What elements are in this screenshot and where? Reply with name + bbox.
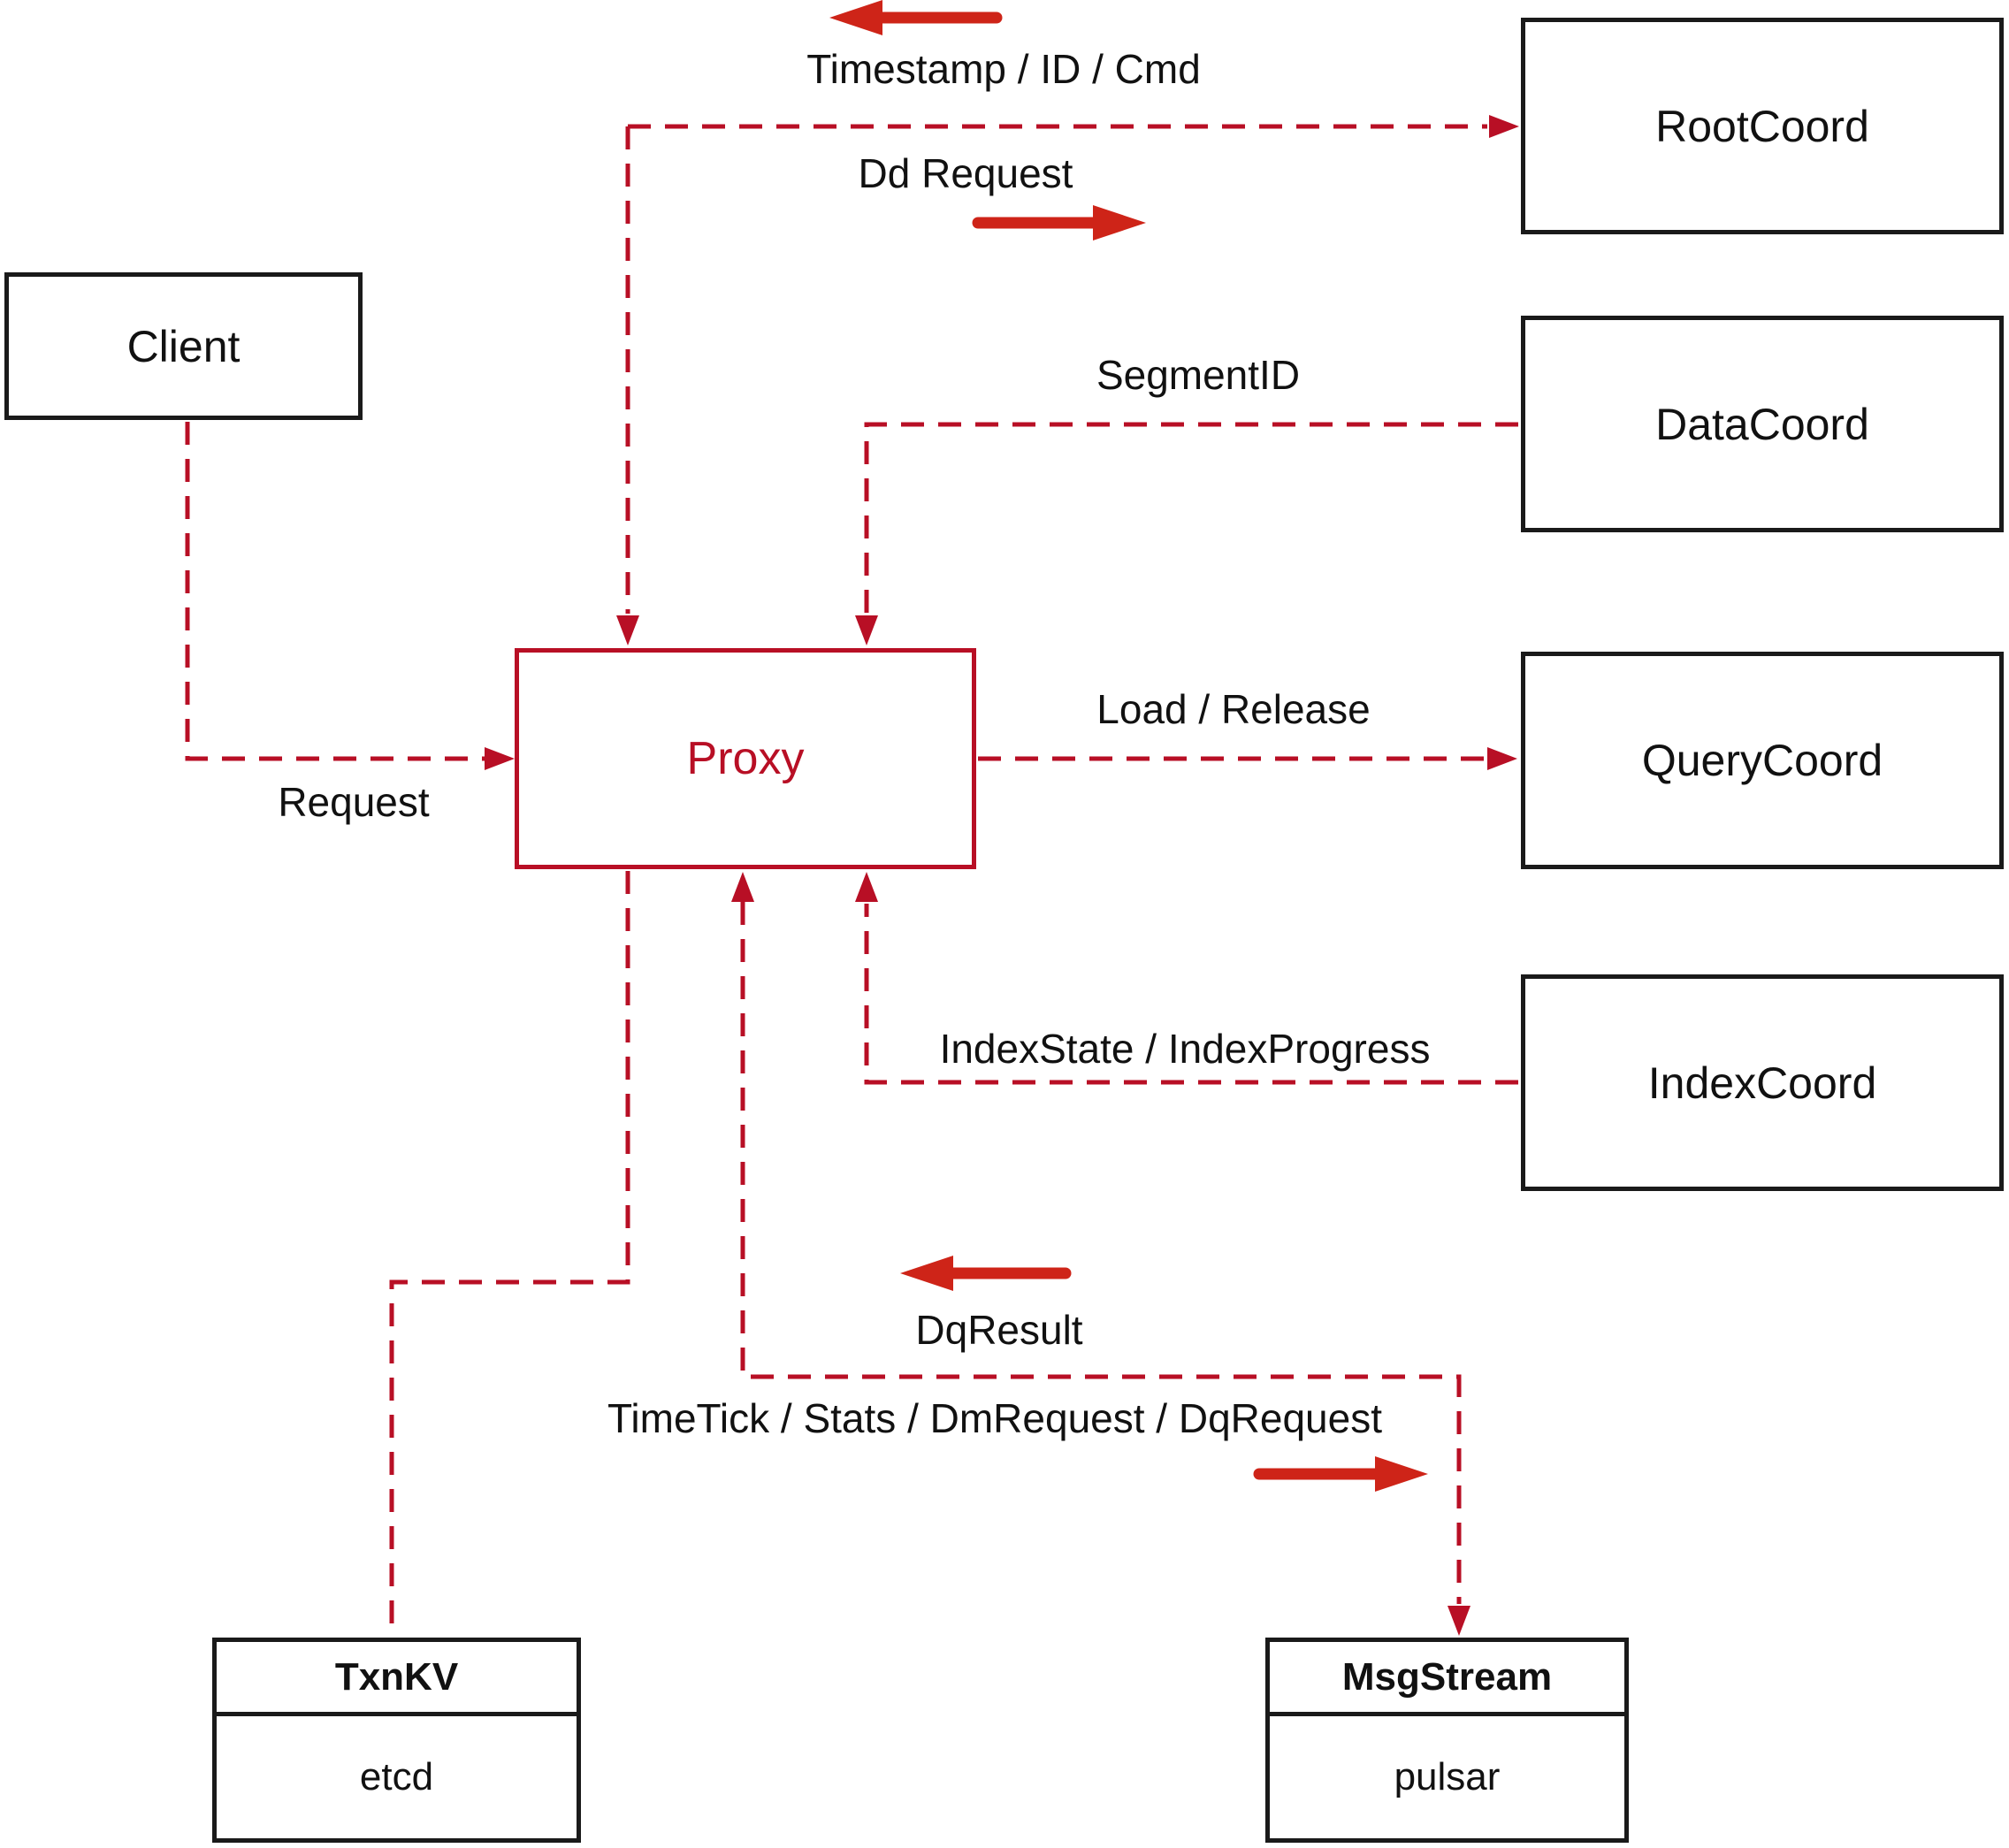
edge-label-indexstate-indexprogress: IndexState / IndexProgress xyxy=(939,1026,1431,1072)
client-node: Client xyxy=(4,272,363,420)
arrowhead-down-icon xyxy=(855,615,878,645)
rootcoord-node-label: RootCoord xyxy=(1655,101,1869,151)
msgstream-node-title: MsgStream xyxy=(1270,1642,1624,1716)
datacoord-node: DataCoord xyxy=(1521,316,2004,532)
edge-proxy-txnkv-line xyxy=(389,871,630,1636)
edge-proxy-msgstream-line xyxy=(740,902,1462,1604)
arrow-right-icon xyxy=(1375,1456,1428,1492)
edge-label-timetick-stats-dmrequest-dqrequest: TimeTick / Stats / DmRequest / DqRequest xyxy=(607,1395,1382,1441)
arrowhead-down-icon xyxy=(616,615,639,645)
querycoord-node: QueryCoord xyxy=(1521,652,2004,869)
rootcoord-node: RootCoord xyxy=(1521,18,2004,234)
proxy-node: Proxy xyxy=(515,648,976,869)
arrow-right-icon xyxy=(1093,205,1146,241)
txnkv-node-title: TxnKV xyxy=(217,1642,577,1716)
querycoord-node-label: QueryCoord xyxy=(1641,736,1883,785)
arrowhead-down-icon xyxy=(1448,1606,1470,1636)
txnkv-node-subtitle: etcd xyxy=(359,1755,434,1798)
edge-label-dd-request: Dd Request xyxy=(858,150,1073,196)
datacoord-node-label: DataCoord xyxy=(1655,399,1869,449)
edge-label-segmentid: SegmentID xyxy=(1096,352,1301,398)
edge-label-load-release: Load / Release xyxy=(1096,686,1371,732)
arrowhead-right-icon xyxy=(1487,747,1517,770)
arrowhead-right-icon xyxy=(1489,115,1519,138)
arrow-left-icon xyxy=(900,1256,953,1291)
client-node-label: Client xyxy=(126,321,241,371)
arrowhead-right-icon xyxy=(485,747,515,770)
edge-label-timestamp-id-cmd: Timestamp / ID / Cmd xyxy=(806,46,1201,92)
arrowhead-up-icon xyxy=(855,872,878,902)
msgstream-node-subtitle: pulsar xyxy=(1394,1755,1501,1798)
edge-label-request: Request xyxy=(278,779,430,825)
edge-datacoord-proxy-line xyxy=(864,422,1518,614)
indexcoord-node-label: IndexCoord xyxy=(1647,1058,1877,1108)
edge-label-dqresult: DqResult xyxy=(915,1307,1083,1353)
proxy-node-label: Proxy xyxy=(686,733,805,784)
msgstream-node: MsgStream pulsar xyxy=(1265,1638,1629,1843)
arrowhead-up-icon xyxy=(731,872,754,902)
edge-indexcoord-proxy-line xyxy=(864,904,1518,1085)
txnkv-node: TxnKV etcd xyxy=(212,1638,581,1843)
arrow-left-icon xyxy=(829,0,882,35)
edge-client-proxy-line xyxy=(185,422,500,761)
indexcoord-node: IndexCoord xyxy=(1521,974,2004,1191)
